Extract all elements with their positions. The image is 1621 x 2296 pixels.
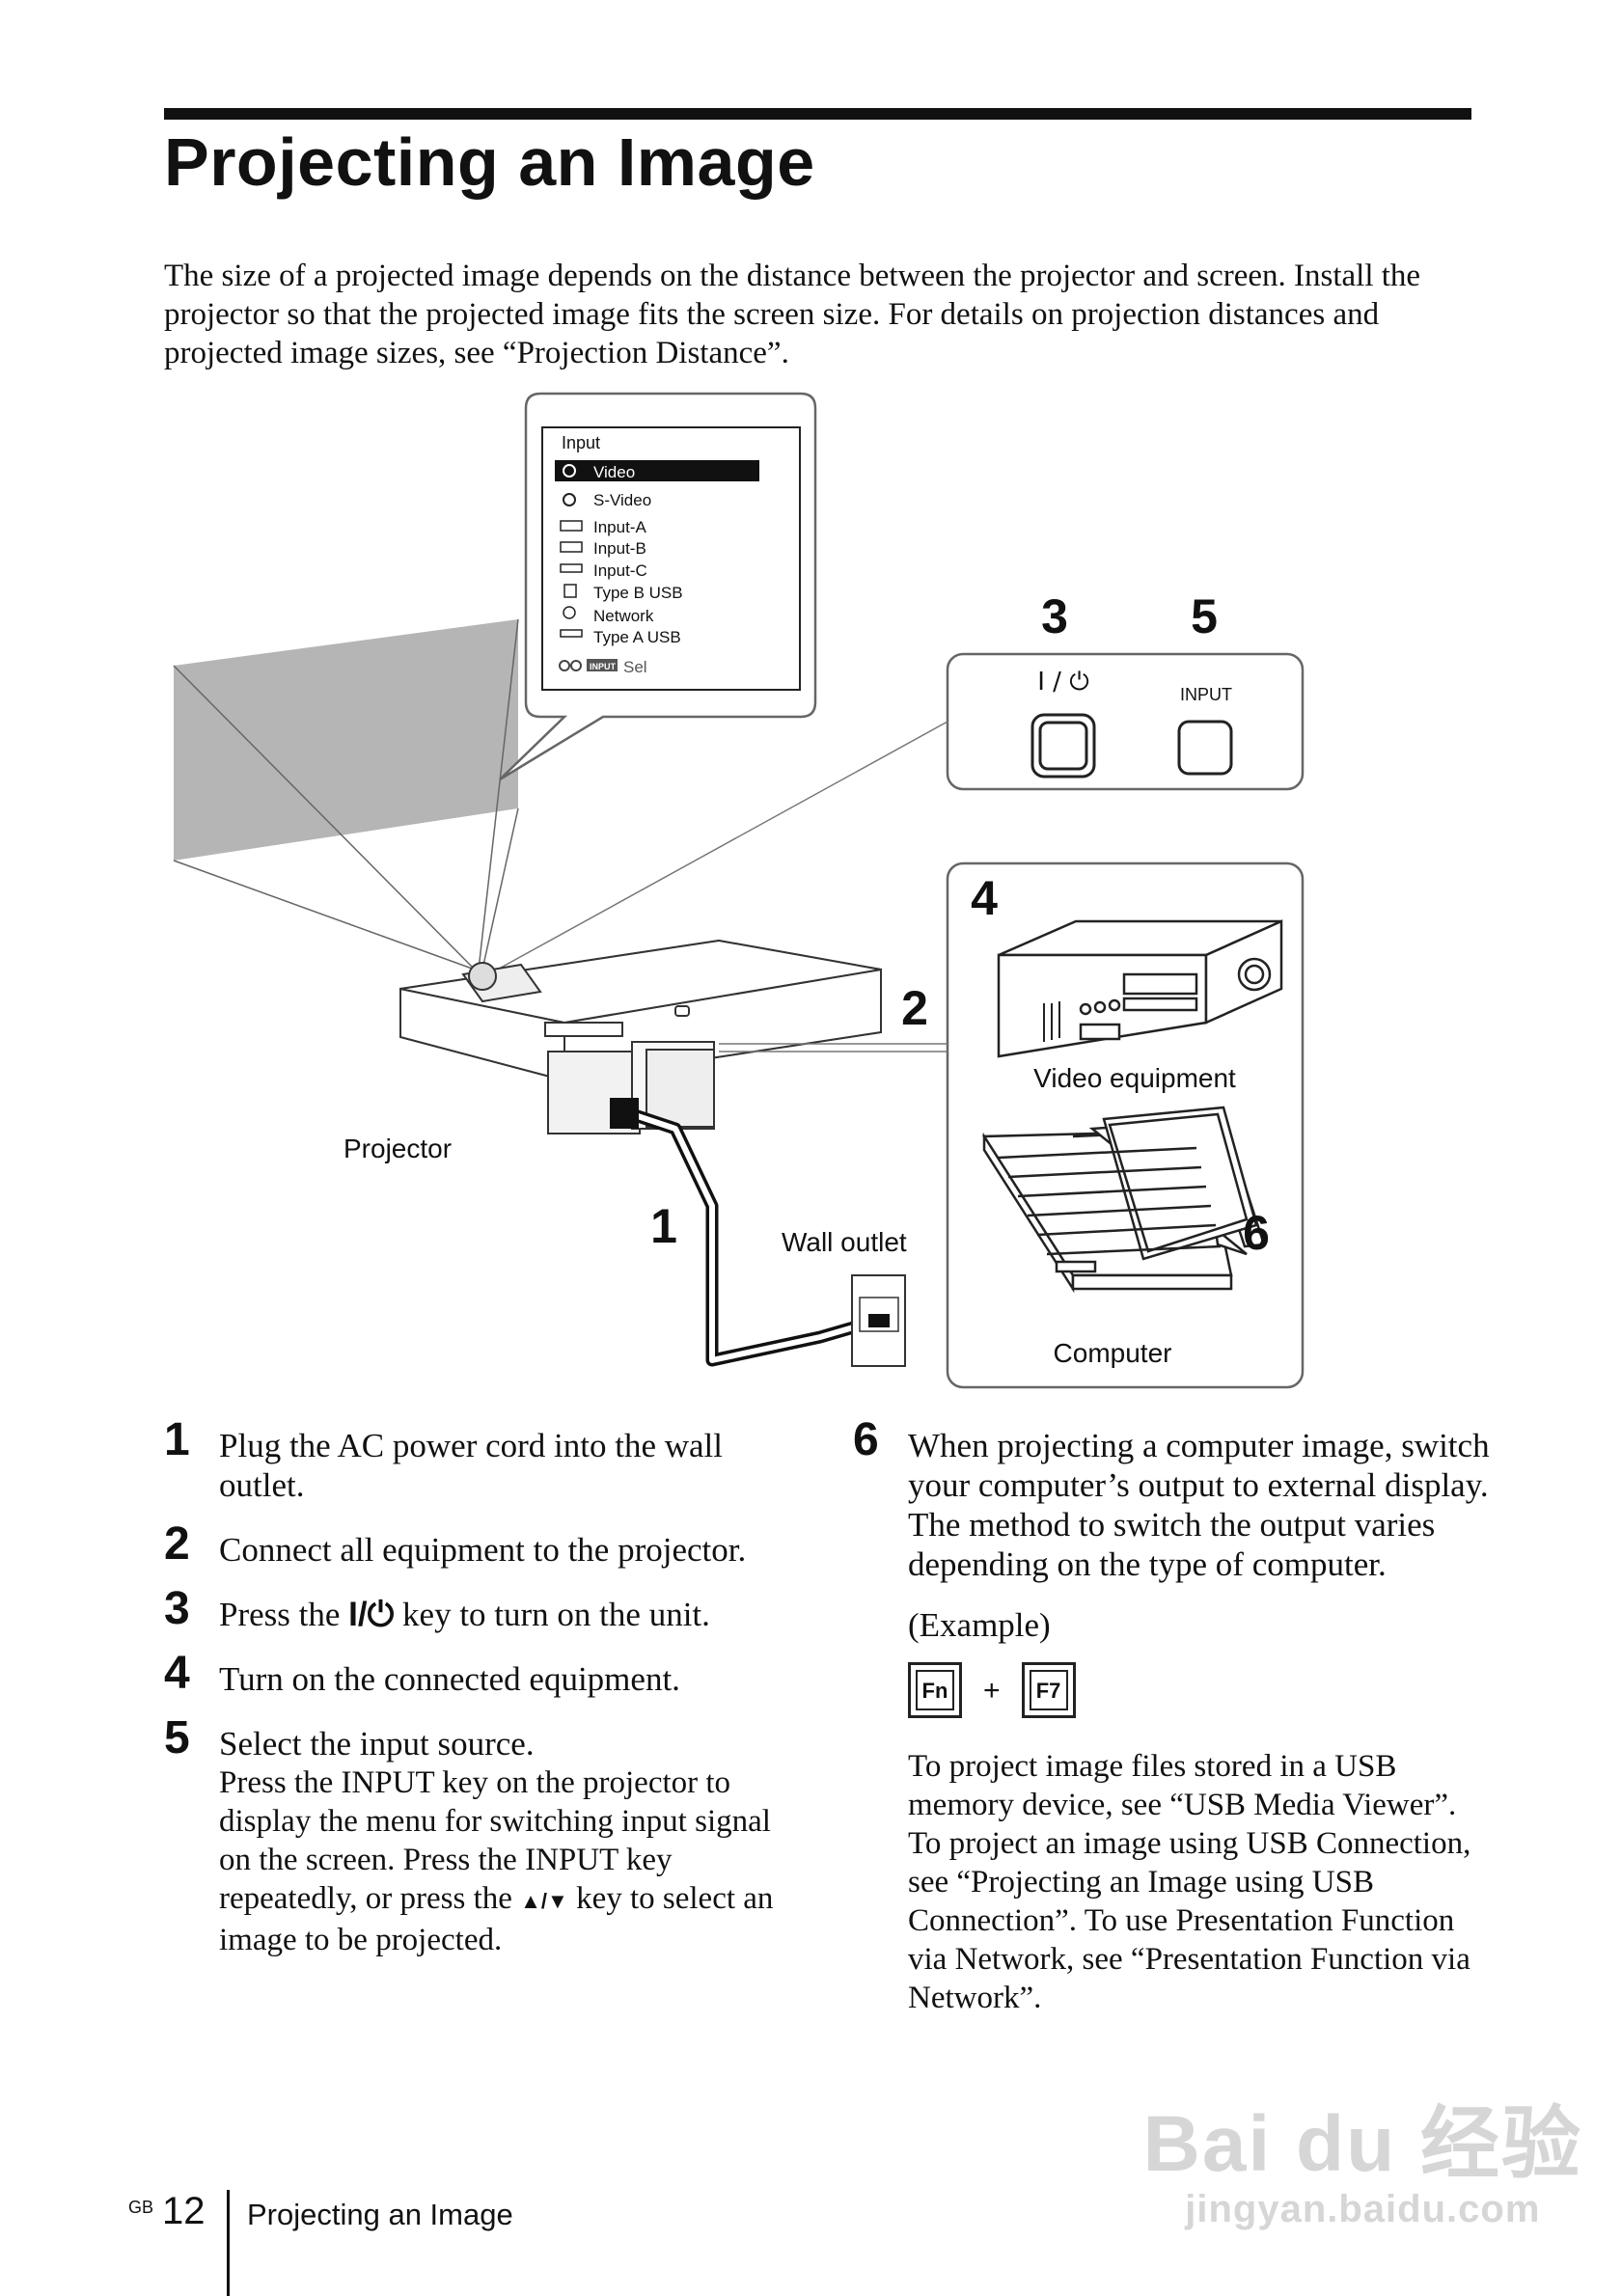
step-6: 6 When projecting a computer image, swit… xyxy=(853,1417,1490,2017)
input-b-icon xyxy=(560,541,583,553)
power-button xyxy=(1030,713,1096,779)
step-text: Press the I/⏻ key to turn on the unit. xyxy=(219,1596,710,1633)
step-1: 1 Plug the AC power cord into the wall o… xyxy=(164,1417,801,1505)
baidu-watermark: Bai du 经验 jingyan.baidu.com xyxy=(1143,2079,1582,2231)
example-label: (Example) xyxy=(908,1606,1051,1644)
menu-footer-input-key: INPUT xyxy=(590,662,617,671)
up-down-icon xyxy=(559,660,570,671)
step-detail: Press the INPUT key on the projector to … xyxy=(219,1765,774,1957)
step-number: 2 xyxy=(164,1518,190,1570)
step-number: 6 xyxy=(853,1414,879,1465)
projector-illustration xyxy=(399,939,882,1134)
step-note: The method to switch the output varies d… xyxy=(908,1506,1436,1583)
footer-region-code: GB xyxy=(128,2198,154,2217)
callout-3: 3 xyxy=(1041,589,1068,643)
usb-note: To project image files stored in a USB m… xyxy=(908,1749,1471,2015)
steps-right-column: 6 When projecting a computer image, swit… xyxy=(853,1417,1490,2042)
connection-diagram: Input Video S-Video Input-A Input-B Inpu… xyxy=(173,392,1305,1389)
menu-selected-highlight xyxy=(555,460,759,481)
step-text: Connect all equipment to the projector. xyxy=(219,1531,747,1569)
callout-6: 6 xyxy=(1243,1206,1270,1260)
step-text: Plug the AC power cord into the wall out… xyxy=(219,1427,724,1504)
step-2: 2 Connect all equipment to the projector… xyxy=(164,1521,801,1570)
menu-item-input-b: Input-B xyxy=(593,539,646,558)
power-key-symbol: I/⏻ xyxy=(348,1596,395,1633)
page-number: 12 xyxy=(162,2190,206,2232)
watermark-url: jingyan.baidu.com xyxy=(1185,2188,1541,2230)
projector-label: Projector xyxy=(343,1134,452,1163)
step-4: 4 Turn on the connected equipment. xyxy=(164,1651,801,1699)
control-panel-box xyxy=(946,652,1305,791)
step-text: When projecting a computer image, switch… xyxy=(908,1427,1490,1504)
usb-b-icon xyxy=(563,584,577,598)
menu-item-network: Network xyxy=(593,607,654,625)
watermark-brand: Bai du 经验 xyxy=(1142,2100,1582,2188)
menu-item-type-b-usb: Type B USB xyxy=(593,584,683,602)
title-rule xyxy=(164,108,1471,120)
input-key-label: INPUT xyxy=(1180,685,1232,704)
input-key-badge xyxy=(587,659,618,671)
callout-2: 2 xyxy=(901,981,928,1035)
footer-divider xyxy=(227,2190,230,2296)
equipment-box xyxy=(946,861,1305,1389)
page-title: Projecting an Image xyxy=(164,124,815,200)
menu-item-type-a-usb: Type A USB xyxy=(593,628,681,646)
step-text: Turn on the connected equipment. xyxy=(219,1660,680,1698)
menu-item-input-a: Input-A xyxy=(593,518,646,536)
menu-item-video: Video xyxy=(593,463,635,481)
step-5: 5 Select the input source. Press the INP… xyxy=(164,1715,801,1959)
arrow-keys-symbol: ▲/▼ xyxy=(520,1889,568,1913)
intro-paragraph: The size of a projected image depends on… xyxy=(164,259,1421,370)
step-number: 5 xyxy=(164,1712,190,1763)
callout-5: 5 xyxy=(1191,589,1218,643)
step-number: 1 xyxy=(164,1414,190,1465)
steps-left-column: 1 Plug the AC power cord into the wall o… xyxy=(164,1417,801,1984)
step-number: 3 xyxy=(164,1583,190,1634)
s-video-icon xyxy=(563,493,576,506)
step-3: 3 Press the I/⏻ key to turn on the unit. xyxy=(164,1586,801,1634)
projection-screen xyxy=(174,619,518,861)
input-c-icon xyxy=(560,563,583,573)
callout-1: 1 xyxy=(650,1199,677,1253)
fn-key: Fn xyxy=(908,1662,962,1718)
wall-outlet-illustration xyxy=(851,1274,906,1367)
menu-item-input-c: Input-C xyxy=(593,561,647,580)
computer-label: Computer xyxy=(1054,1338,1172,1368)
footer-section-title: Projecting an Image xyxy=(247,2198,513,2231)
network-icon xyxy=(563,606,576,619)
step-text: Select the input source. xyxy=(219,1725,535,1763)
menu-footer-sel: Sel xyxy=(623,658,647,676)
step-number: 4 xyxy=(164,1648,190,1699)
callout-4: 4 xyxy=(971,871,998,925)
usb-a-icon xyxy=(560,629,583,638)
input-button xyxy=(1177,720,1233,776)
wall-outlet-label: Wall outlet xyxy=(782,1227,907,1257)
menu-item-s-video: S-Video xyxy=(593,491,651,509)
example-keys: Fn + F7 xyxy=(908,1662,1490,1718)
video-equipment-label: Video equipment xyxy=(1033,1063,1236,1093)
menu-heading: Input xyxy=(562,433,600,452)
input-a-icon xyxy=(560,520,583,532)
video-equipment-illustration xyxy=(997,919,1283,1058)
plus-sign: + xyxy=(983,1674,1001,1707)
computer-illustration xyxy=(981,1106,1266,1294)
f7-key: F7 xyxy=(1021,1662,1076,1718)
power-key-label: I / ⏻ xyxy=(1037,668,1089,697)
